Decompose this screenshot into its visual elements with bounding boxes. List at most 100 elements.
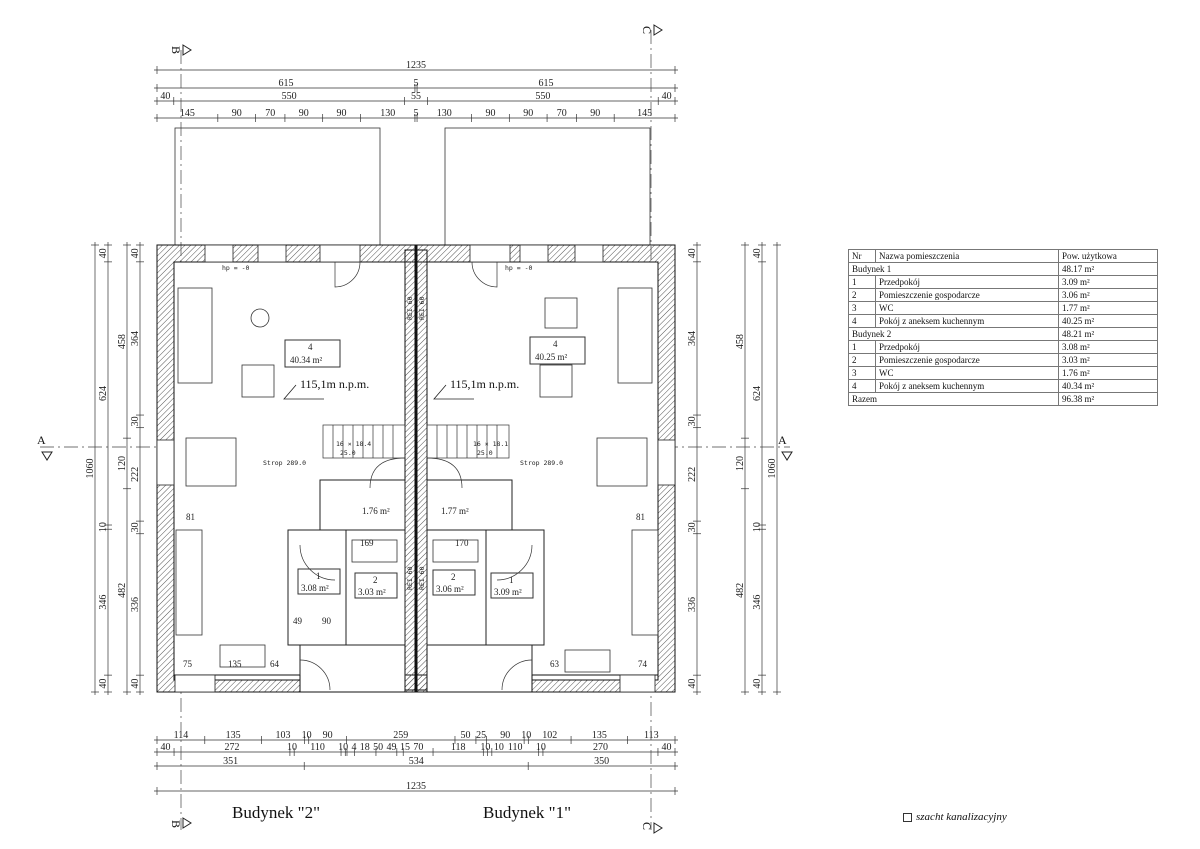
level-mark-left: 115,1m n.p.m. [300,377,369,391]
cell: 3.06 m² [1058,288,1158,302]
dimension-value: 40 [98,248,109,258]
dimension-value: 25 [476,730,486,741]
room-1-left-label: 1 3.08 m² [297,568,341,595]
stairs [322,424,510,489]
dimension-value: 40 [661,742,671,753]
dimension-value: 10 [338,742,348,753]
dim-74: 74 [638,659,648,669]
dimension-value: 5 [414,108,419,119]
stairs-left-label: 16 × 18.4 [336,440,371,448]
slab-left: Strop 289.0 [263,459,306,467]
cell: 3 [848,366,876,380]
sum-label: Razem [848,392,1059,406]
wc-right-area: 1.77 m² [441,506,469,516]
section-c-bottom: C [640,822,654,830]
stairs-left-tread: 25.0 [340,449,356,457]
dimension-value: 40 [161,742,171,753]
dimension-value: 624 [752,386,763,401]
dimension-value: 1235 [406,781,426,792]
dim-81-right: 81 [636,512,645,522]
dimension-value: 336 [130,597,141,612]
kitchen-counter-right [631,529,659,636]
dimension-value: 103 [275,730,290,741]
room-1-right-label: 1 3.09 m² [490,572,534,599]
cell: 3 [848,301,876,315]
table-group-row: Budynek 2 48.21 m² [848,327,1158,341]
dimension-value: 10 [287,742,297,753]
cell: 4 [848,314,876,328]
dimension-value: 145 [180,108,195,119]
dim-75: 75 [183,659,193,669]
dimension-value: 102 [542,730,557,741]
doors [299,261,533,691]
section-b-top: B [169,46,183,54]
svg-text:3.03 m²: 3.03 m² [358,587,386,597]
dimension-value: 364 [687,331,698,346]
section-b-bottom: B [169,820,183,828]
dimension-value: 272 [224,742,239,753]
dimension-value: 10 [494,742,504,753]
kitchen-counter-left [175,529,203,636]
wc-left-area: 1.76 m² [362,506,390,516]
dimension-value: 30 [687,522,698,532]
cell: 3.09 m² [1058,275,1158,289]
sofa-right [617,287,653,384]
dim-135: 135 [228,659,242,669]
cell: Pokój z aneksem kuchennym [875,314,1059,328]
room-area-table: Nr Nazwa pomieszczenia Pow. użytkowa Bud… [848,249,1158,406]
terraces [174,127,651,246]
svg-text:2: 2 [373,575,378,585]
group-label: Budynek 2 [848,327,1059,341]
cell: 2 [848,288,876,302]
dim-169: 169 [360,538,374,548]
dimension-value: 350 [594,756,609,767]
dimension-value: 10 [521,730,531,741]
dimension-value: 118 [451,742,466,753]
building-1-label: Budynek "1" [483,803,571,822]
armchair-left [241,364,275,398]
cell: 3.03 m² [1058,353,1158,367]
dimension-value: 351 [223,756,238,767]
dimension-value: 482 [117,583,128,598]
sink-left [219,644,266,668]
dim-49: 49 [293,616,303,626]
dimension-value: 482 [735,583,746,598]
dimension-value: 222 [687,467,698,482]
dimension-value: 90 [485,108,495,119]
sum-value: 96.38 m² [1058,392,1158,406]
dimension-value: 90 [232,108,242,119]
stove-right [544,297,578,329]
dimension-value: 10 [752,522,763,532]
walls [156,244,676,693]
dimension-value: 40 [687,679,698,689]
hp-label-2: hp = -0 [505,264,532,272]
cell: 1.77 m² [1058,301,1158,315]
dimension-value: 10 [302,730,312,741]
dimension-value: 40 [662,91,672,102]
cell: 40.25 m² [1058,314,1158,328]
slab-right: Strop 289.0 [520,459,563,467]
dimension-value: 15 [400,742,410,753]
dimension-value: 346 [752,595,763,610]
dimension-value: 4 [351,742,356,753]
sofa-left [177,287,213,384]
header-nr: Nr [848,249,876,263]
dining-table-left [185,437,237,487]
dimension-value: 1060 [85,459,96,479]
dimension-value: 130 [380,108,395,119]
dim-170: 170 [455,538,469,548]
stove-left [250,308,270,328]
dimension-value: 550 [282,91,297,102]
dimension-value: 40 [752,248,763,258]
dimension-value: 259 [393,730,408,741]
cell: 1.76 m² [1058,366,1158,380]
dimension-value: 145 [637,108,652,119]
dimension-value: 50 [460,730,470,741]
dimension-value: 10 [536,742,546,753]
fire-wall-label-4: REI 60 [418,566,426,590]
dimension-value: 10 [480,742,490,753]
